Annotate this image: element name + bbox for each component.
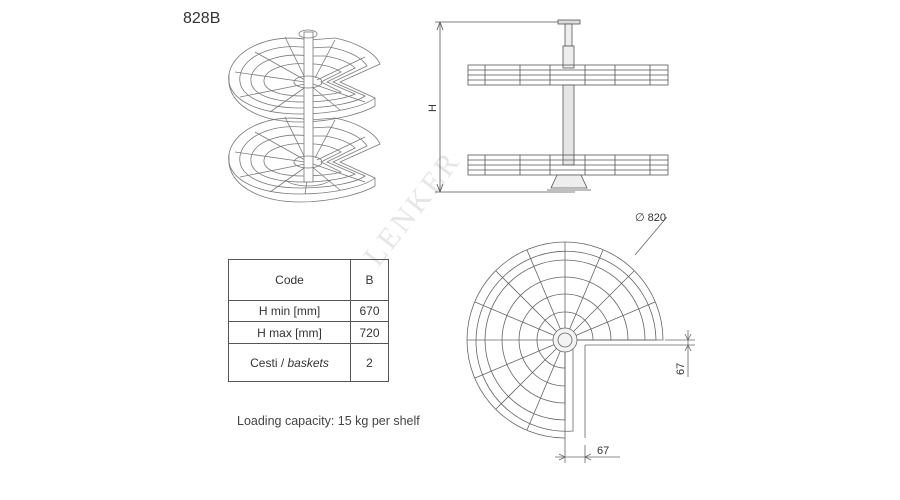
code-header-value: B xyxy=(350,259,389,301)
table-row-hmax: H max [mm] 720 xyxy=(228,321,389,344)
side-view: H xyxy=(427,19,669,193)
right-gap-label: 67 xyxy=(675,363,687,375)
model-code: 828B xyxy=(183,10,221,27)
diameter-leader-line xyxy=(634,216,668,256)
table-row-hmin: H min [mm] 670 xyxy=(228,300,389,322)
hmin-value: 670 xyxy=(350,300,389,322)
baskets-label-it: Cesti xyxy=(250,355,278,370)
baskets-label: Cesti / baskets xyxy=(228,343,351,382)
hmax-value: 720 xyxy=(350,321,389,344)
height-label: H xyxy=(427,104,439,112)
lower-shelf-drawing xyxy=(467,154,669,176)
hmin-label: H min [mm] xyxy=(228,300,351,322)
table-row-baskets: Cesti / baskets 2 xyxy=(228,343,389,382)
bottom-gap-label: 67 xyxy=(597,445,609,457)
baskets-label-separator: / xyxy=(277,355,288,370)
code-header-label: Code xyxy=(228,259,351,301)
baskets-label-en: baskets xyxy=(287,355,329,370)
baskets-value: 2 xyxy=(350,343,389,382)
top-view: ∅ 820 67 67 xyxy=(466,212,695,463)
diameter-label: ∅ 820 xyxy=(635,212,666,224)
base-foot-drawing xyxy=(550,174,588,189)
product-illustration xyxy=(228,29,381,203)
pole-drawing xyxy=(303,31,314,183)
spec-table: Code B H min [mm] 670 H max [mm] 720 Ces… xyxy=(228,259,389,382)
hmax-label: H max [mm] xyxy=(228,321,351,344)
top-view-outline xyxy=(466,241,664,439)
capacity-note: Loading capacity: 15 kg per shelf xyxy=(237,414,420,428)
lower-basket-drawing xyxy=(228,116,381,203)
hub-drawing xyxy=(552,327,578,353)
table-row-code: Code B xyxy=(228,259,389,301)
